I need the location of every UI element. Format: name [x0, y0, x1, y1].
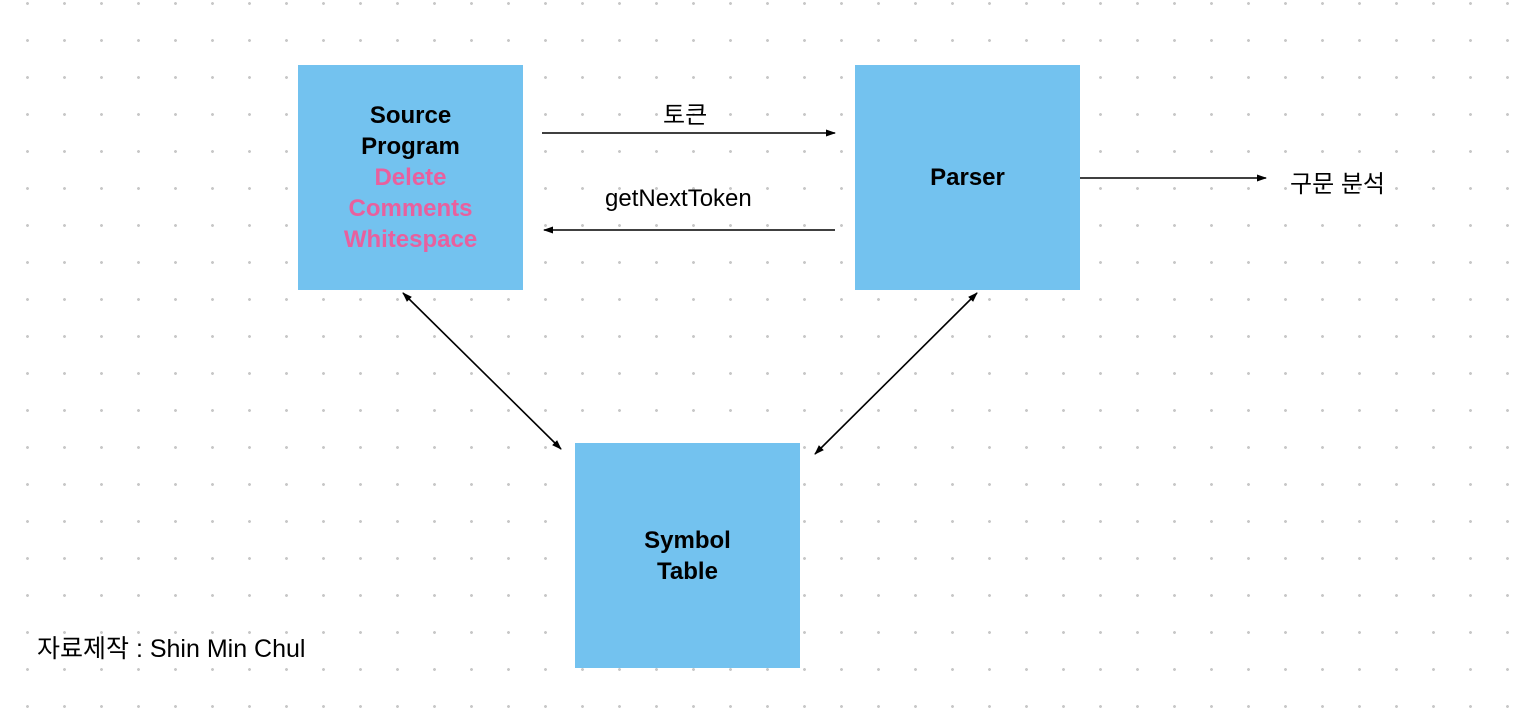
source-symbol-arrow — [402, 292, 562, 450]
parser-box: Parser — [855, 65, 1080, 290]
symbol-table-box: Symbol Table — [575, 443, 800, 668]
getnexttoken-label: getNextToken — [605, 185, 752, 212]
source-title-line-2: Program — [361, 133, 460, 160]
source-sub-line-whitespace: Whitespace — [343, 226, 478, 253]
token-label: 토큰 — [663, 102, 708, 129]
source-sub-line-comments: Comments — [348, 195, 473, 222]
source-sub-line-delete: Delete — [374, 164, 447, 191]
parser-title: Parser — [930, 164, 1005, 191]
credit-text: 자료제작 : Shin Min Chul — [37, 635, 306, 663]
symbol-title-line-2: Table — [657, 557, 718, 585]
symbol-title-line-1: Symbol — [644, 526, 731, 554]
syntax-analysis-label: 구문 분석 — [1290, 171, 1385, 198]
parser-symbol-arrow — [814, 292, 978, 455]
source-program-box: Source Program Delete Comments Whitespac… — [298, 65, 523, 290]
source-title-line-1: Source — [369, 102, 452, 129]
